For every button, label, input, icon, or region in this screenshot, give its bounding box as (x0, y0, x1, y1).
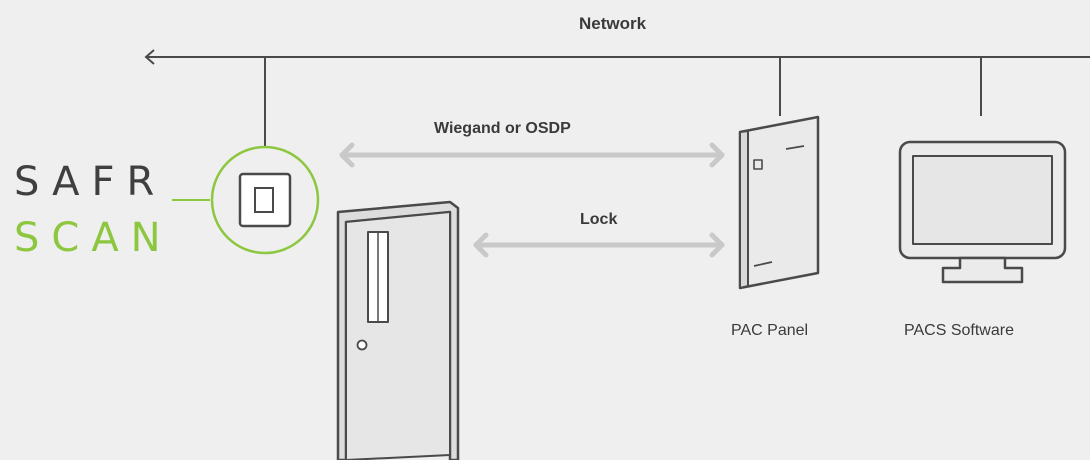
network-label: Network (579, 14, 647, 33)
network-arrowhead-icon (144, 49, 155, 65)
pacs-software-label: PACS Software (904, 322, 1014, 339)
logo-line-safr: SAFR (14, 159, 167, 205)
lock-label: Lock (580, 211, 618, 228)
scanner-device-icon (210, 145, 320, 255)
monitor-icon (898, 140, 1067, 284)
pac-panel-label: PAC Panel (731, 322, 809, 339)
pac-panel-icon (738, 115, 820, 290)
network-line (144, 49, 1090, 146)
wiegand-double-arrow (339, 142, 725, 168)
lock-double-arrow (473, 232, 725, 258)
wiegand-label: Wiegand or OSDP (434, 120, 571, 137)
logo-line-scan: SCAN (14, 215, 173, 261)
door-icon (336, 200, 460, 460)
